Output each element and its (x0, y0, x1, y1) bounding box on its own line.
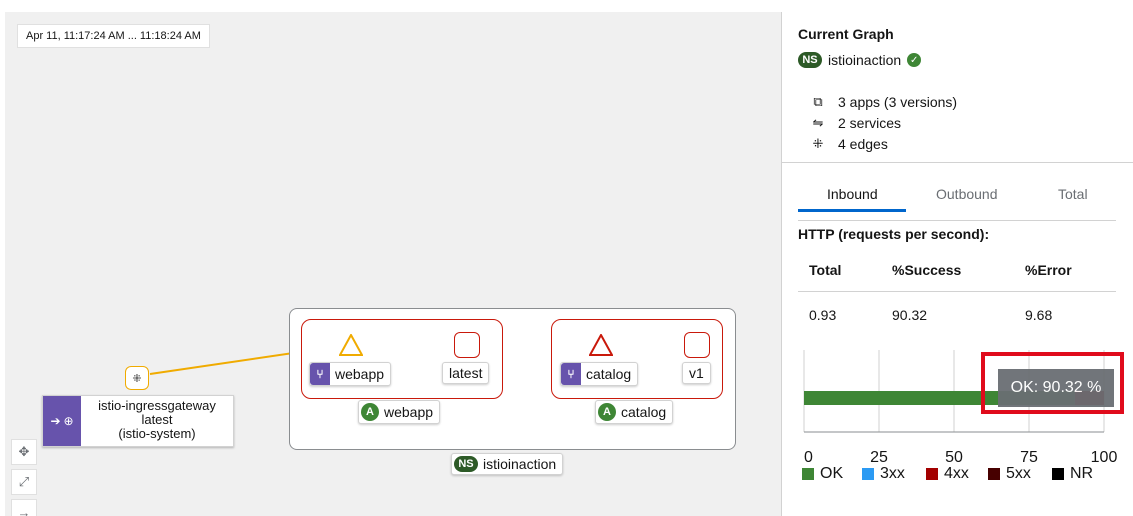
tab-inbound[interactable]: Inbound (827, 186, 878, 202)
services-icon: ⇋ (812, 115, 824, 130)
edges-stat: ⁜ 4 edges (810, 136, 888, 152)
legend-swatch (988, 468, 1000, 480)
gateway-node[interactable]: ⁜ (125, 366, 149, 390)
x-tick-label: 25 (870, 449, 888, 466)
section-title: HTTP (requests per second): (798, 226, 990, 242)
table-divider (798, 291, 1116, 292)
legend-ok[interactable]: OK (802, 465, 843, 483)
gateway-namespace: (istio-system) (118, 426, 196, 441)
app-box-webapp[interactable] (301, 319, 503, 399)
x-tick-label: 50 (945, 449, 963, 466)
workload-icon: ⑂ (310, 363, 330, 385)
gateway-label[interactable]: ➔⊕ istio-ingressgateway latest (istio-sy… (42, 395, 234, 447)
edges-icon: ⁜ (812, 136, 824, 151)
graph-canvas[interactable]: Apr 11, 11:17:24 AM ... 11:18:24 AM ⁜ ⑂ … (5, 12, 781, 516)
move-icon[interactable]: ✥ (11, 439, 37, 465)
gateway-name: istio-ingressgateway (98, 398, 216, 413)
workload-label-webapp[interactable]: ⑂ webapp (309, 362, 392, 386)
workload-label-catalog[interactable]: ⑂ catalog (560, 362, 639, 386)
header-error: %Error (1025, 262, 1072, 278)
header-total: Total (809, 262, 842, 278)
x-tick-label: 100 (1091, 449, 1118, 466)
workload-node-webapp[interactable] (454, 332, 480, 358)
x-tick-label: 0 (804, 449, 813, 466)
apps-icon: ⧉ (813, 94, 823, 109)
app-box-catalog[interactable] (551, 319, 723, 399)
legend-5xx[interactable]: 5xx (988, 465, 1031, 483)
value-error: 9.68 (1025, 307, 1053, 323)
services-stat: ⇋ 2 services (810, 115, 901, 131)
topology-icon: ⁜ (132, 372, 142, 385)
gateway-icon: ➔⊕ (43, 396, 81, 446)
legend-swatch (926, 468, 938, 480)
legend-swatch (802, 468, 814, 480)
namespace-row: NS istioinaction ✓ (798, 52, 922, 68)
highlight-box (981, 352, 1124, 414)
check-icon: ✓ (907, 53, 922, 67)
side-panel: Current Graph NS istioinaction ✓ ⧉ 3 app… (781, 12, 1133, 516)
namespace-label[interactable]: NS istioinaction (451, 453, 564, 475)
active-tab-indicator (798, 209, 906, 212)
fit-icon[interactable]: ⤢ (11, 469, 37, 495)
layout-icon[interactable]: → (11, 499, 37, 516)
app-badge-icon: A (598, 403, 616, 421)
legend-swatch (1052, 468, 1064, 480)
tab-outbound[interactable]: Outbound (936, 186, 998, 202)
apps-stat: ⧉ 3 apps (3 versions) (810, 94, 957, 110)
value-success: 90.32 (892, 307, 928, 323)
divider (782, 162, 1133, 163)
app-label-catalog[interactable]: A catalog (595, 400, 674, 424)
version-label-webapp: latest (442, 362, 490, 384)
legend-3xx[interactable]: 3xx (862, 465, 905, 483)
tabs-divider (798, 220, 1116, 221)
version-label-catalog: v1 (682, 362, 711, 384)
header-success: %Success (892, 262, 962, 278)
legend-swatch (862, 468, 874, 480)
time-range-label: Apr 11, 11:17:24 AM ... 11:18:24 AM (17, 24, 210, 48)
value-total: 0.93 (809, 307, 837, 323)
service-node-webapp[interactable] (339, 334, 363, 356)
gateway-version: latest (141, 412, 173, 427)
legend-4xx[interactable]: 4xx (926, 465, 969, 483)
namespace-name[interactable]: istioinaction (828, 52, 902, 68)
workload-node-catalog[interactable] (684, 332, 710, 358)
service-node-catalog[interactable] (589, 334, 613, 356)
legend-nr[interactable]: NR (1052, 465, 1093, 483)
namespace-box[interactable] (289, 308, 736, 450)
panel-title: Current Graph (798, 26, 894, 42)
chart-tooltip: OK: 90.32 % (998, 369, 1114, 407)
namespace-badge-icon: NS (798, 52, 822, 68)
tab-total[interactable]: Total (1058, 186, 1088, 202)
workload-icon: ⑂ (561, 363, 581, 385)
app-label-webapp[interactable]: A webapp (358, 400, 441, 424)
app-badge-icon: A (361, 403, 379, 421)
namespace-badge-icon: NS (454, 456, 478, 472)
x-tick-label: 75 (1020, 449, 1038, 466)
